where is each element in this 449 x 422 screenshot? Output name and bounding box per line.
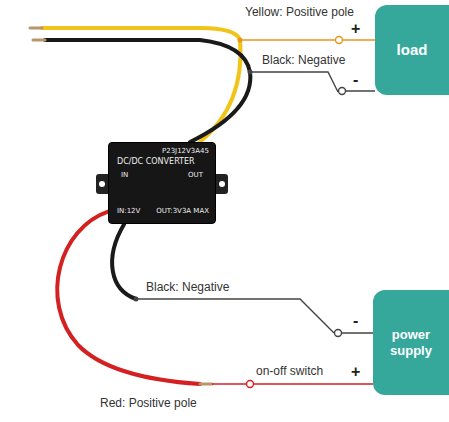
power-supply-box: power supply bbox=[373, 290, 449, 395]
node-text: OUT:3V3A MAX bbox=[156, 207, 209, 215]
terminal-circle bbox=[336, 37, 343, 44]
polarity-sign: - bbox=[353, 72, 358, 88]
converter-box: P23J12V3A45DC/DC CONVERTER IN OUT IN:12V OUT… bbox=[108, 142, 216, 224]
terminal-circle bbox=[339, 88, 346, 95]
polarity-sign: + bbox=[351, 364, 360, 380]
leader-line bbox=[334, 332, 373, 333]
leader-dot bbox=[238, 38, 243, 43]
wire-connector bbox=[30, 28, 375, 142]
wire-connector bbox=[57, 212, 373, 388]
node-text: power supply bbox=[379, 327, 443, 358]
leader-line bbox=[335, 39, 375, 40]
stripped-wire-end bbox=[200, 383, 212, 386]
wire-label: Black: Negative bbox=[146, 281, 229, 295]
node-text: load bbox=[397, 41, 428, 59]
node-text: OUT bbox=[188, 171, 203, 179]
wire bbox=[42, 28, 240, 142]
mounting-hole bbox=[219, 181, 225, 187]
wire-label: Red: Positive pole bbox=[100, 397, 197, 411]
stripped-wire-end bbox=[30, 27, 42, 30]
load-box: load bbox=[375, 5, 449, 95]
switch-contact bbox=[247, 381, 254, 388]
leader-line bbox=[246, 383, 373, 384]
wire-connector bbox=[112, 224, 373, 337]
leader-line bbox=[136, 299, 334, 333]
leader-line bbox=[250, 72, 338, 92]
node-text: P23J12V3A45 bbox=[162, 147, 209, 155]
polarity-sign: + bbox=[351, 21, 360, 37]
node-text: IN:12V bbox=[117, 207, 140, 215]
wire-label: Yellow: Positive pole bbox=[245, 6, 354, 20]
wire bbox=[45, 40, 250, 142]
node-text: IN bbox=[121, 171, 128, 179]
wire-label: Black: Negative bbox=[262, 54, 345, 68]
polarity-sign: - bbox=[353, 313, 358, 329]
mounting-hole bbox=[99, 181, 105, 187]
switch-label: on-off switch bbox=[256, 365, 323, 379]
stripped-wire-end bbox=[33, 39, 45, 42]
wire bbox=[57, 212, 200, 384]
leader-line bbox=[338, 91, 375, 92]
leader-line bbox=[212, 383, 246, 384]
leader-dot bbox=[248, 70, 253, 75]
leader-line bbox=[240, 39, 335, 40]
wire bbox=[112, 224, 136, 299]
leader-dot bbox=[134, 297, 139, 302]
node-text: DC/DC CONVERTER bbox=[117, 157, 195, 166]
terminal-circle bbox=[335, 330, 342, 337]
wire-connector bbox=[33, 40, 375, 142]
